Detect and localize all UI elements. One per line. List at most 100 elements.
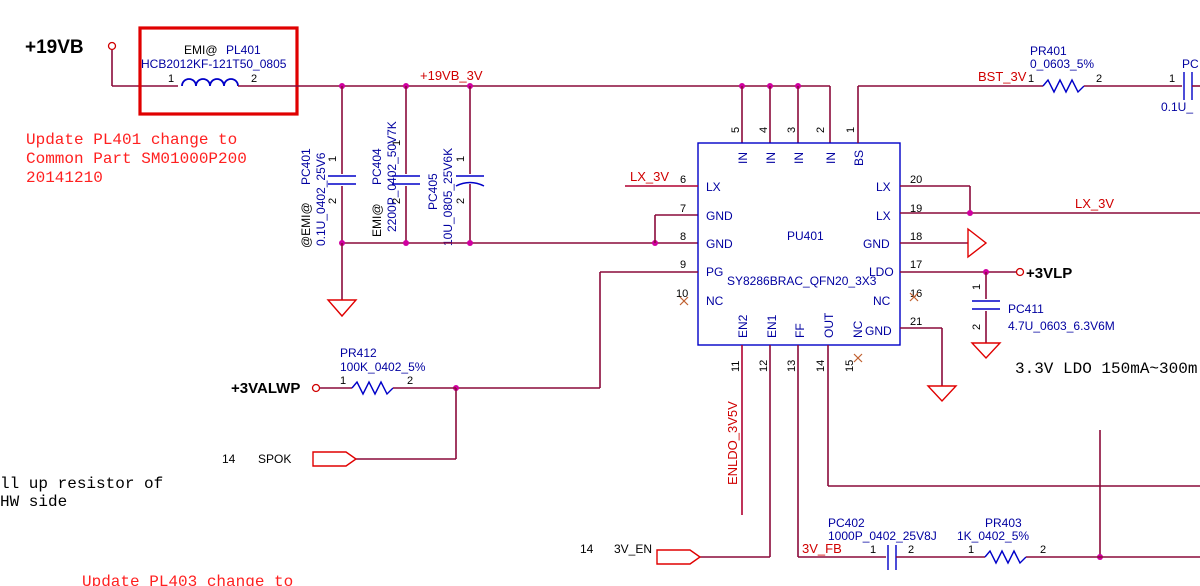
resistor-symbol — [984, 549, 1027, 565]
note-update-pl401: Update PL401 change to Common Part SM010… — [26, 131, 247, 187]
ground-symbol-right — [967, 227, 988, 259]
pin-15-name: NC — [851, 320, 865, 338]
pin-13-name: FF — [793, 323, 807, 338]
offpage-connector-spok — [312, 451, 358, 467]
pin-21-name: GND — [865, 324, 892, 338]
pc404-pin1: 1 — [391, 140, 403, 146]
pin-16-number: 16 — [910, 288, 922, 300]
pc411-pin2: 2 — [971, 324, 983, 330]
ground-symbol-pin21 — [926, 385, 958, 403]
pin-13-number: 13 — [786, 360, 798, 372]
pl401: EMI@ PL401 HCB2012KF-121T50_0805 1 2 — [138, 26, 299, 116]
pc402-pin2: 2 — [908, 544, 914, 556]
pin-20-number: 20 — [910, 174, 922, 186]
power-label-3vlp: +3VLP — [1026, 265, 1072, 282]
pin-6-number: 6 — [680, 174, 686, 186]
note-update-pl403: Update PL403 change to — [82, 573, 293, 586]
pc411: 1 2 PC411 4.7U_0603_6.3V6M — [970, 272, 1115, 360]
pin-3-number: 3 — [786, 127, 798, 133]
pin-14-name: OUT — [822, 312, 836, 338]
pc404-ref: PC404 — [370, 148, 384, 185]
pr401-pin1: 1 — [1028, 73, 1034, 85]
ground-symbol-left — [326, 299, 358, 318]
pc411-pin1: 1 — [971, 284, 983, 290]
pc401-pin1: 1 — [327, 156, 339, 162]
ground-pin18 — [900, 227, 988, 259]
pin-19-number: 19 — [910, 203, 922, 215]
net-label-lx-3v-right: LX_3V — [1075, 196, 1114, 211]
pr403-ref: PR403 — [985, 516, 1022, 530]
resistor-symbol — [351, 380, 394, 396]
pr412-pin1: 1 — [340, 375, 346, 387]
pin-12-name: EN1 — [765, 314, 779, 338]
pc-right-ref: PC — [1182, 57, 1199, 71]
pc401-pin2: 2 — [327, 198, 339, 204]
pc405-ref: PC405 — [426, 173, 440, 210]
pin-2-name: IN — [824, 152, 838, 164]
pin-19-name: LX — [876, 209, 891, 223]
pc404-value: 2200P_0402_50V7K — [385, 121, 399, 232]
pr403-value: 1K_0402_5% — [957, 529, 1029, 543]
pin-5-number: 5 — [730, 127, 742, 133]
pin-10-name: NC — [706, 294, 724, 308]
bus-19vb-3v: +19VB_3V — [260, 68, 831, 143]
pc405-value: 10U_0805_25V6K — [441, 148, 455, 246]
net-label-enldo: ENLDO_3V5V — [725, 401, 740, 485]
pr403: PR403 1K_0402_5% 1 2 — [957, 516, 1200, 565]
pc411-ref: PC411 — [1008, 302, 1044, 316]
power-port-3valwp — [311, 383, 321, 393]
note-line-2: Common Part SM01000P200 — [26, 150, 247, 168]
power-label-19vb: +19VB — [25, 37, 84, 58]
power-label-3valwp: +3VALWP — [231, 380, 300, 397]
ic-part: SY8286BRAC_QFN20_3X3 — [727, 274, 877, 288]
ff-net: 3V_FB — [797, 345, 886, 558]
pin-8-number: 8 — [680, 231, 686, 243]
pc405-pin1: 1 — [455, 156, 467, 162]
ground-symbol-pc411 — [970, 342, 1002, 360]
pc402-value: 1000P_0402_25V8J — [828, 529, 937, 543]
note-pullup: ll up resistor of HW side — [0, 475, 163, 511]
ic-pu401: PU401 SY8286BRAC_QFN20_3X3 5 4 3 2 1 IN … — [676, 127, 922, 372]
pr412-ref: PR412 — [340, 346, 377, 360]
pr401: BST_3V PR401 0_0603_5% 1 2 — [857, 44, 1182, 143]
pc405-pin2: 2 — [455, 198, 467, 204]
pin-15-number: 15 — [844, 360, 856, 372]
pin-4-name: IN — [764, 152, 778, 164]
pl401-highlight-box — [138, 26, 299, 116]
pin-10-number: 10 — [676, 288, 688, 300]
pin-17-number: 17 — [910, 259, 922, 271]
net-label-bst-3v: BST_3V — [978, 69, 1027, 84]
pc-right-partial: PC 1 0.1U_ — [1161, 57, 1200, 114]
lx-right: LX_3V — [900, 185, 1200, 216]
pin-12-number: 12 — [758, 360, 770, 372]
pc402-pin1: 1 — [870, 544, 876, 556]
note-line-1: Update PL401 change to — [26, 131, 237, 149]
pr401-pin2: 2 — [1096, 73, 1102, 85]
pc411-value: 4.7U_0603_6.3V6M — [1008, 319, 1115, 333]
resistor-symbol — [1042, 78, 1085, 94]
ground-bus-left — [326, 214, 698, 318]
pin-9-name: PG — [706, 265, 723, 279]
pc-right-value: 0.1U_ — [1161, 100, 1193, 114]
pr401-value: 0_0603_5% — [1030, 57, 1094, 71]
pin-18-number: 18 — [910, 231, 922, 243]
pr401-ref: PR401 — [1030, 44, 1067, 58]
pin-5-name: IN — [736, 152, 750, 164]
offpage-connector-3v-en — [656, 549, 702, 565]
pc401: 1 2 PC401 0.1U_0402_25V6 @EMI@ — [299, 86, 356, 248]
pg-net — [453, 271, 698, 391]
pc401-value: 0.1U_0402_25V6 — [314, 152, 328, 246]
pc402-ref: PC402 — [828, 516, 865, 530]
pc402: PC402 1000P_0402_25V8J 1 2 — [828, 516, 985, 570]
ldo-output: +3VLP — [900, 265, 1072, 282]
pin-11-number: 11 — [730, 361, 742, 372]
pin-18-name: GND — [863, 237, 890, 251]
pc405: 1 2 PC405 10U_0805_25V6K — [426, 86, 485, 246]
spok-net: 14 SPOK — [222, 388, 457, 467]
pin-9-number: 9 — [680, 259, 686, 271]
note-ldo: 3.3V LDO 150mA~300m — [1015, 360, 1197, 378]
inductor-symbol — [181, 78, 239, 87]
spok-page-ref: 14 — [222, 452, 236, 466]
note-pullup-line-2: HW side — [0, 493, 67, 511]
